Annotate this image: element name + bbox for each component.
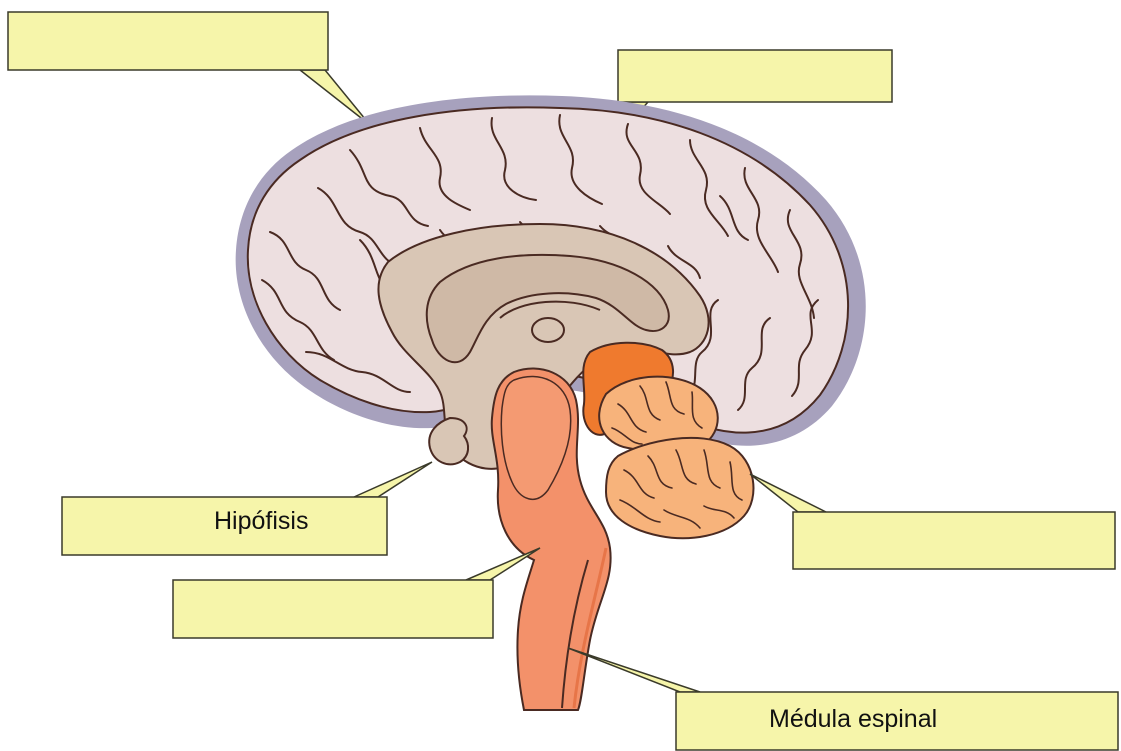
- label-box-cerebellum[interactable]: [750, 474, 1115, 569]
- label-rect-top-left: [8, 12, 328, 70]
- label-rect-cerebellum: [793, 512, 1115, 569]
- label-rect-top-right: [618, 50, 892, 102]
- label-spinal-cord-text: Médula espinal: [769, 705, 937, 734]
- thalamus-oval: [532, 318, 564, 342]
- label-hypophysis-text: Hipófisis: [214, 507, 308, 536]
- cerebellum-lower: [606, 438, 753, 538]
- pointer-spinal-cord: [568, 648, 700, 692]
- pointer-top-left: [300, 70, 370, 125]
- label-box-top-left[interactable]: [8, 12, 370, 125]
- label-box-spinal-cord[interactable]: [568, 648, 1118, 750]
- label-box-left-lower[interactable]: [173, 548, 540, 638]
- pointer-cerebellum: [750, 474, 826, 512]
- pointer-hypophysis: [354, 462, 432, 497]
- label-rect-left-lower: [173, 580, 493, 638]
